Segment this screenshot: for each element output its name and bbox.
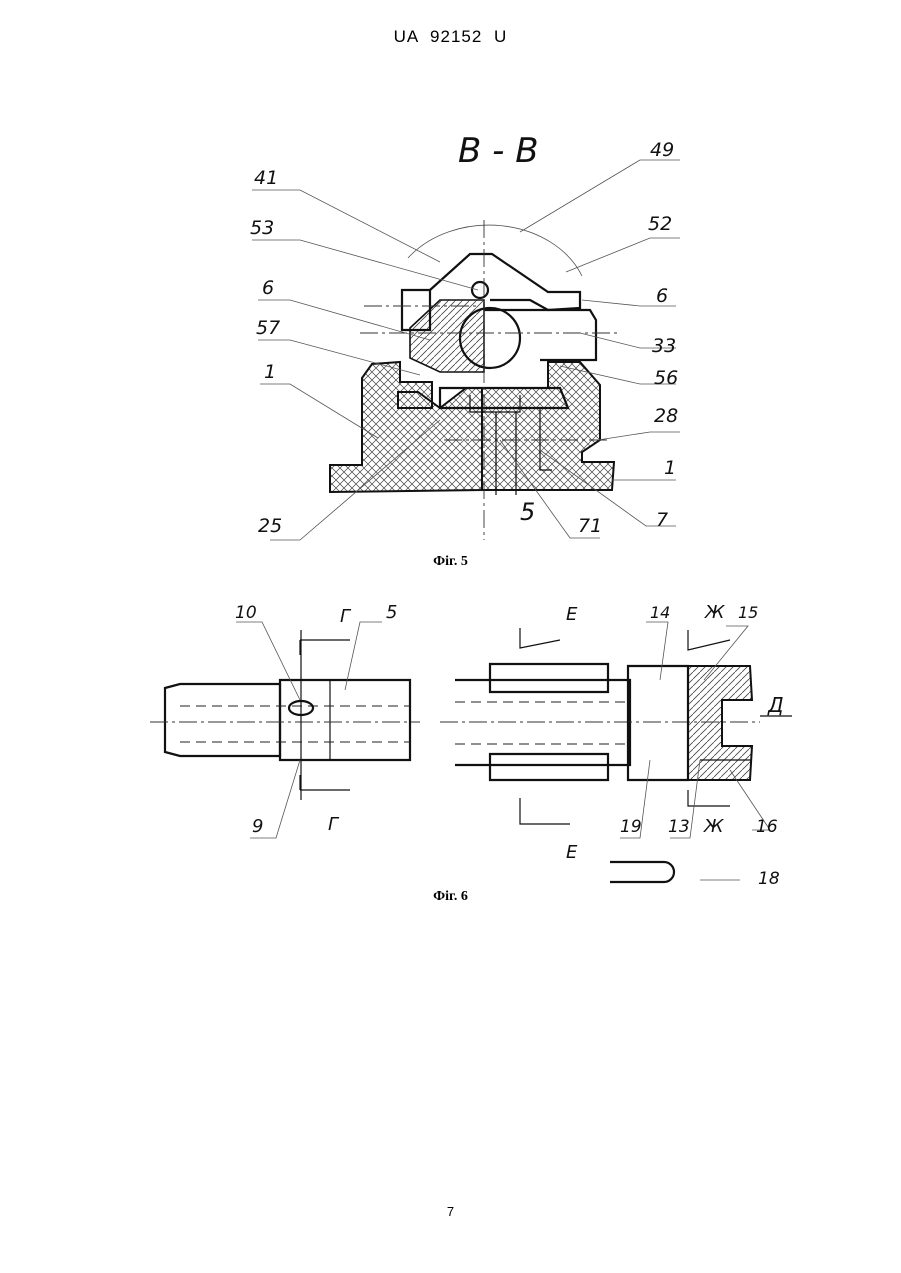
end-nut	[688, 666, 752, 780]
label-15: 15	[738, 603, 758, 622]
label-18: 18	[758, 869, 780, 889]
label-19: 19	[620, 817, 642, 837]
label-1-right: 1	[664, 457, 676, 479]
label-5: 5	[520, 498, 535, 526]
cover-part	[410, 300, 484, 372]
figure-6-caption: Фіг. 6	[0, 889, 901, 905]
label-e-bottom: Е	[566, 842, 578, 863]
page-number: 7	[0, 1204, 901, 1219]
label-zh-top: Ж	[704, 602, 725, 623]
label-16: 16	[756, 817, 778, 837]
label-9: 9	[252, 816, 263, 837]
label-13: 13	[668, 817, 690, 837]
label-49: 49	[650, 139, 674, 161]
clip-part	[610, 862, 674, 882]
label-1-left: 1	[264, 361, 276, 383]
label-6-left: 6	[262, 277, 274, 299]
label-14: 14	[650, 603, 670, 622]
label-10: 10	[235, 603, 257, 623]
label-53: 53	[250, 217, 274, 239]
housing-body-right	[482, 362, 614, 490]
label-g-bottom: Г	[328, 814, 340, 835]
label-d: Д	[767, 693, 784, 717]
label-7: 7	[656, 509, 668, 531]
label-g-top: Г	[340, 606, 352, 627]
section-title: B - B	[458, 131, 539, 171]
label-28: 28	[654, 405, 678, 427]
label-71: 71	[578, 515, 602, 537]
guard-arc	[408, 225, 582, 276]
label-25: 25	[258, 515, 282, 537]
label-41: 41	[254, 167, 278, 189]
housing-body	[330, 362, 482, 492]
label-56: 56	[654, 367, 678, 389]
label-zh-bottom: Ж	[703, 816, 724, 837]
label-57: 57	[256, 317, 280, 339]
shaft-left	[165, 684, 280, 756]
label-5-fig6: 5	[386, 602, 397, 623]
figure-5-caption: Фіг. 5	[0, 554, 901, 570]
label-52: 52	[648, 213, 672, 235]
figure-5-drawing: B - B	[250, 131, 680, 540]
label-33: 33	[652, 335, 676, 357]
label-e-top: Е	[566, 604, 578, 625]
label-6-right: 6	[656, 285, 668, 307]
figure-6-drawing: 10 Г 5 Е 14 Ж 15 Д 9 Г 19 13 Ж 16 Е 18	[150, 602, 792, 889]
